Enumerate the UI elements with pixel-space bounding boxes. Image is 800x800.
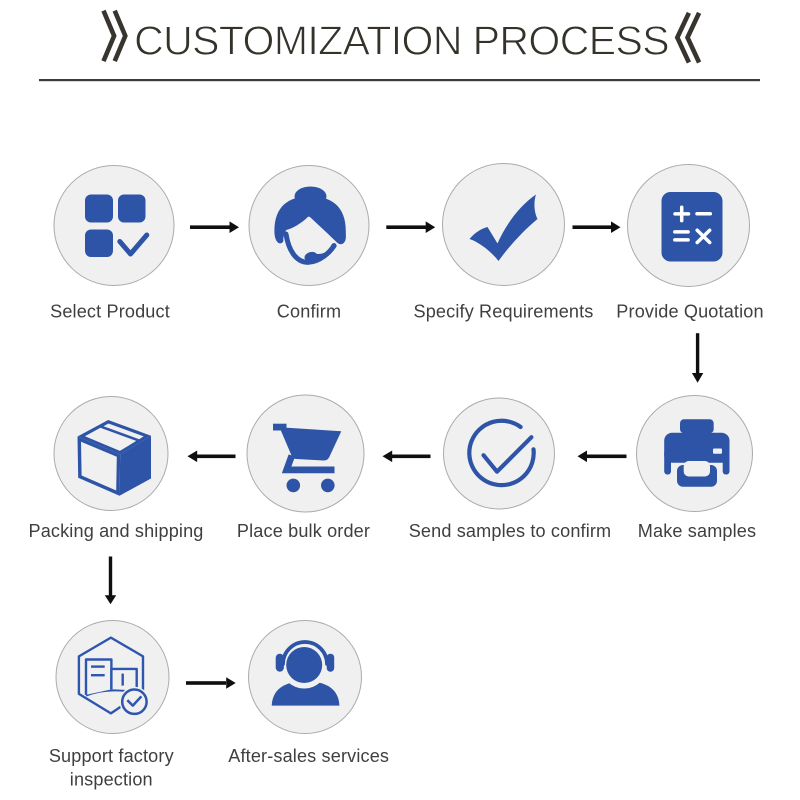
svg-text:Select Product: Select Product — [50, 302, 170, 322]
svg-text:Send samples to confirm: Send samples to confirm — [409, 521, 612, 541]
svg-text:CUSTOMIZATION PROCESS: CUSTOMIZATION PROCESS — [134, 17, 669, 63]
svg-text:Make samples: Make samples — [638, 521, 756, 541]
svg-text:Support factory: Support factory — [49, 746, 175, 766]
svg-text:inspection: inspection — [70, 770, 153, 790]
svg-text:Place bulk order: Place bulk order — [237, 521, 370, 541]
svg-text:After-sales services: After-sales services — [228, 746, 389, 766]
svg-text:Specify Requirements: Specify Requirements — [414, 302, 594, 322]
svg-text:Provide Quotation: Provide Quotation — [616, 302, 763, 322]
svg-text:Packing and shipping: Packing and shipping — [28, 521, 203, 541]
svg-text:Confirm: Confirm — [277, 302, 341, 322]
